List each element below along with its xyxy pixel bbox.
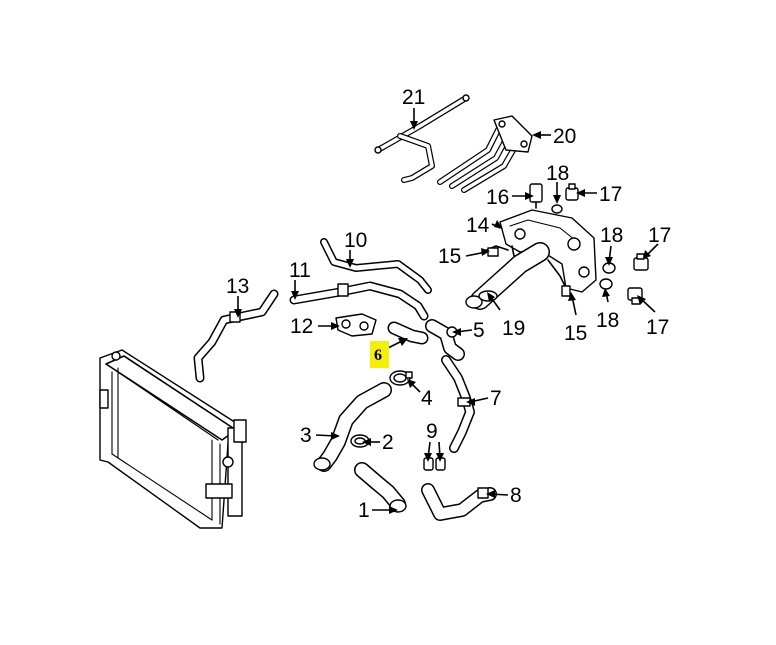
hose-11 xyxy=(289,281,429,321)
plug-17a xyxy=(565,183,579,201)
callout-18-bottom: 18 xyxy=(596,309,619,332)
callout-10: 10 xyxy=(344,229,367,252)
callout-18-mid: 18 xyxy=(600,224,623,247)
callout-6: 6 xyxy=(374,347,382,364)
seal-18a xyxy=(551,204,563,214)
arrowheads xyxy=(234,121,651,514)
callout-17-bottom: 17 xyxy=(646,316,669,339)
seal-18c xyxy=(599,278,613,290)
hose-8 xyxy=(421,483,497,521)
callout-3: 3 xyxy=(300,424,312,447)
callout-7: 7 xyxy=(490,387,502,410)
hose-13 xyxy=(193,289,279,383)
highlight-box-6 xyxy=(370,341,389,368)
hose-5 xyxy=(425,319,465,361)
callout-labels: 21 20 18 16 17 14 18 17 10 15 11 13 19 1… xyxy=(226,86,671,522)
callout-8: 8 xyxy=(510,484,522,507)
callout-14: 14 xyxy=(466,214,490,237)
callout-17-mid: 17 xyxy=(648,224,671,247)
callout-18-top: 18 xyxy=(546,162,569,185)
hose-1 xyxy=(354,462,407,513)
pipe-assembly-20 xyxy=(437,115,533,193)
callout-16: 16 xyxy=(486,186,509,209)
hose-7 xyxy=(441,355,475,453)
connector-15b xyxy=(547,259,571,297)
hose-19 xyxy=(465,242,550,310)
callout-13: 13 xyxy=(226,275,249,298)
pipe-frame-21 xyxy=(374,94,470,183)
callout-19: 19 xyxy=(502,317,525,340)
sensor-16 xyxy=(529,183,543,209)
callout-2: 2 xyxy=(382,431,394,454)
hose-3 xyxy=(313,382,392,472)
callout-1: 1 xyxy=(358,499,370,522)
hose-6 xyxy=(387,321,429,345)
callout-15-right: 15 xyxy=(564,322,587,345)
callout-5: 5 xyxy=(473,319,485,342)
bracket-12 xyxy=(335,313,377,337)
clamp-2 xyxy=(350,434,370,448)
callout-11: 11 xyxy=(289,259,311,282)
clamp-4 xyxy=(389,370,413,386)
radiator xyxy=(99,349,247,529)
hose-10 xyxy=(320,238,432,294)
callout-21: 21 xyxy=(402,86,425,109)
callout-15-left: 15 xyxy=(438,245,461,268)
callout-20: 20 xyxy=(553,125,576,148)
leader-lines xyxy=(237,108,659,511)
callout-17-top: 17 xyxy=(599,183,622,206)
callout-12: 12 xyxy=(290,315,313,338)
callout-9: 9 xyxy=(426,420,438,443)
plug-17b xyxy=(633,253,649,271)
callout-4: 4 xyxy=(421,387,433,410)
